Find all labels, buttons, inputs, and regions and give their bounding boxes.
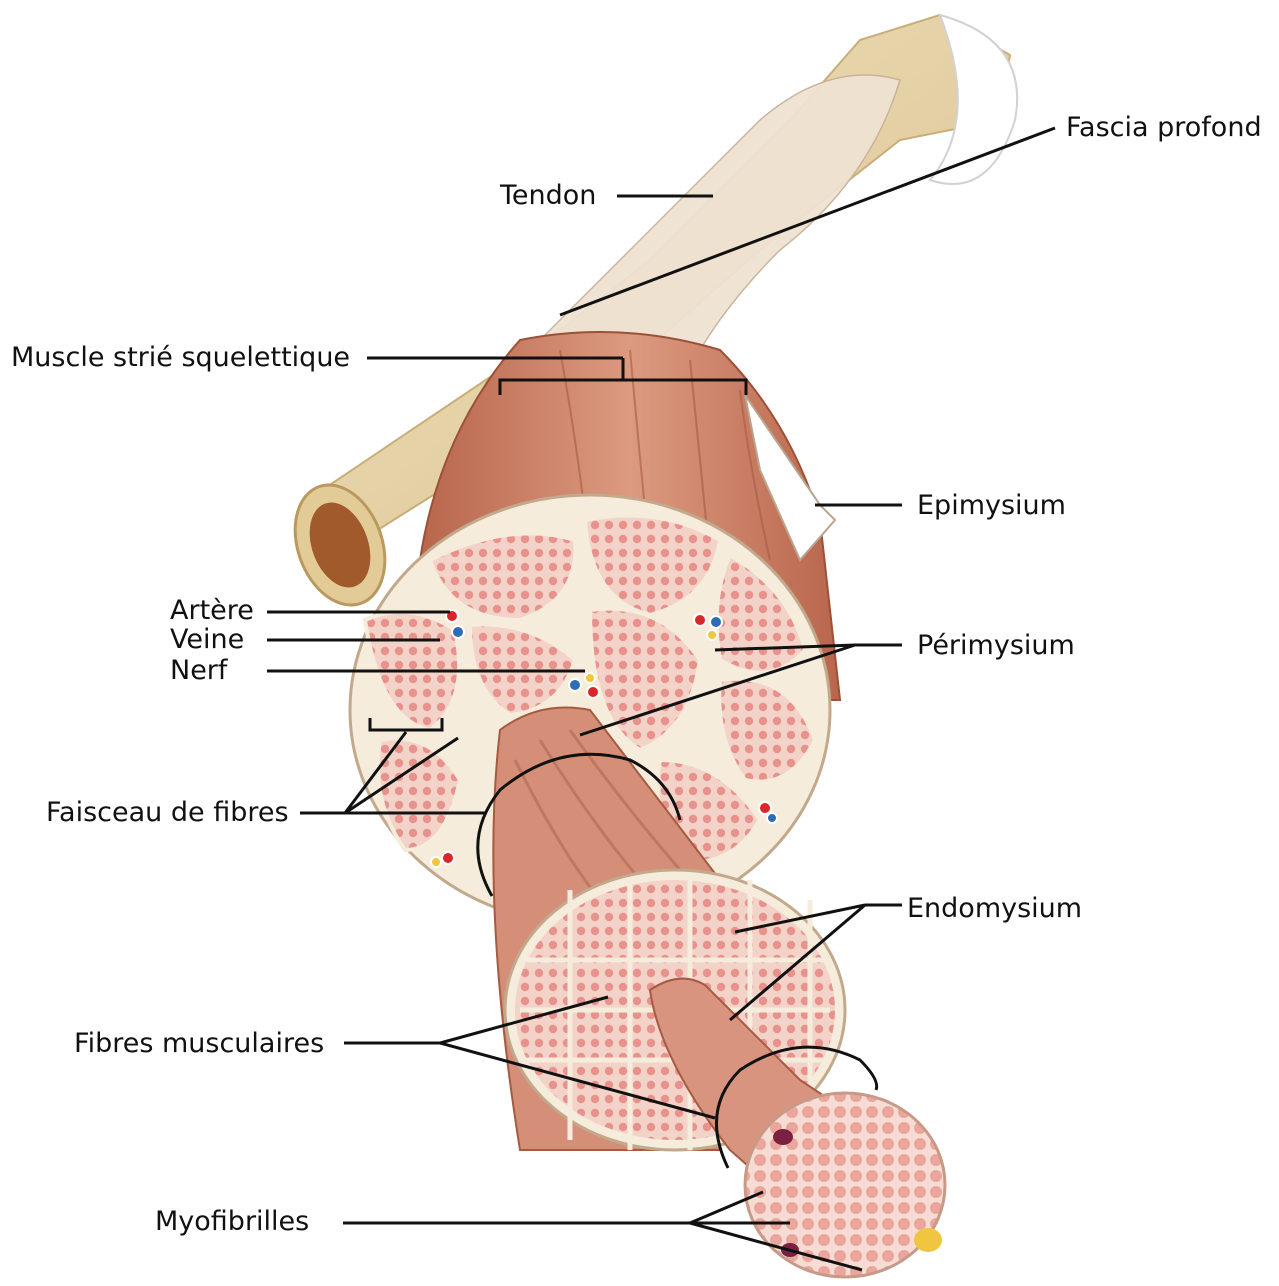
label-epimysium: Epimysium — [917, 492, 1066, 519]
label-fascia-profond: Fascia profond — [1066, 114, 1262, 141]
label-faisceau: Faisceau de fibres — [46, 799, 289, 826]
label-perimysium: Périmysium — [917, 632, 1075, 659]
label-artere: Artère — [170, 597, 254, 624]
label-nerf: Nerf — [170, 657, 227, 684]
label-myofibrilles: Myofibrilles — [155, 1208, 309, 1235]
label-endomysium: Endomysium — [907, 895, 1082, 922]
label-fibres: Fibres musculaires — [74, 1030, 324, 1057]
label-tendon: Tendon — [500, 182, 596, 209]
label-veine: Veine — [170, 626, 244, 653]
tendon — [530, 75, 900, 350]
label-muscle-strie: Muscle strié squelettique — [11, 344, 350, 371]
